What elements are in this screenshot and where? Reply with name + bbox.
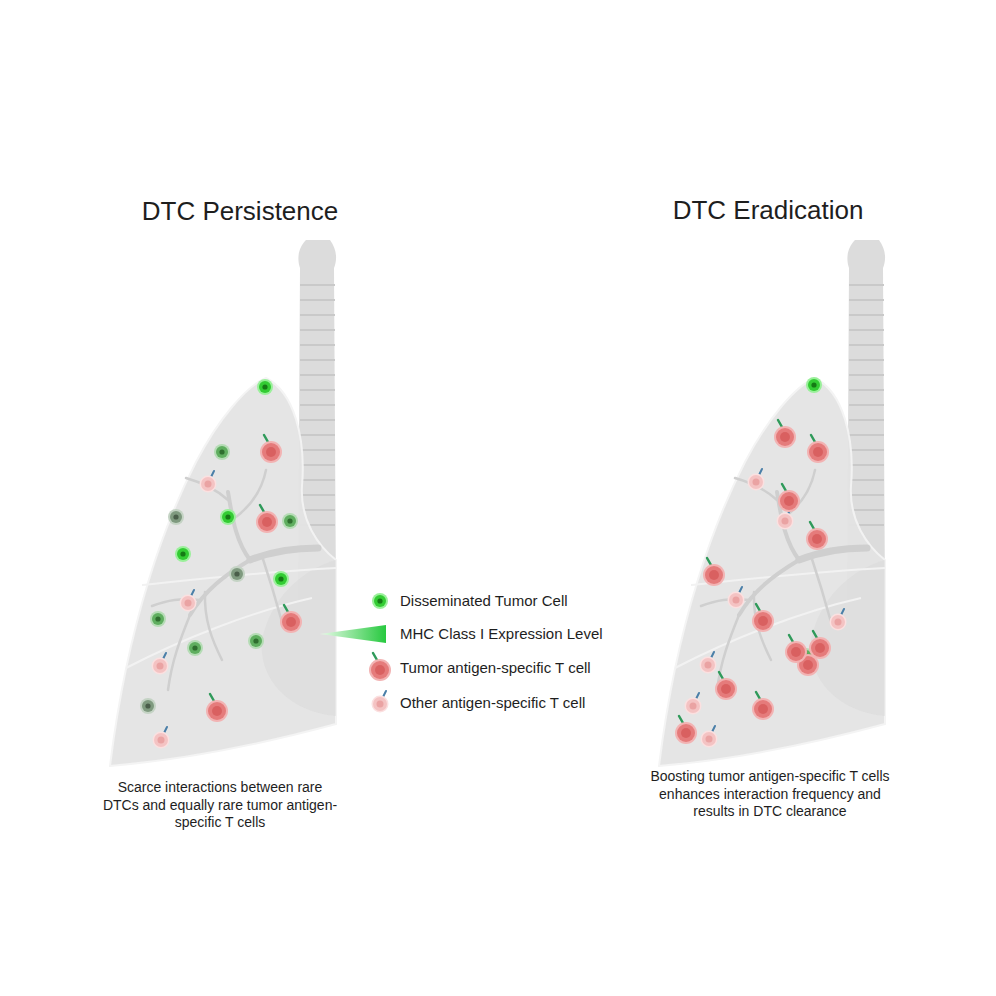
legend-label: Other antigen-specific T cell bbox=[400, 694, 585, 712]
panel-title: DTC Persistence bbox=[95, 196, 385, 226]
lung-outline bbox=[110, 240, 336, 766]
other-tcell-sample bbox=[372, 691, 389, 713]
panel-title: DTC Eradication bbox=[623, 195, 913, 225]
legend-label: Tumor antigen-specific T cell bbox=[400, 659, 591, 677]
persistence-cells bbox=[140, 379, 302, 749]
eradication-cells bbox=[675, 377, 847, 748]
legend-label: MHC Class I Expression Level bbox=[400, 625, 603, 643]
legend-label: Disseminated Tumor Cell bbox=[400, 592, 568, 610]
dtc-sample bbox=[372, 593, 388, 609]
tumor-tcell-sample bbox=[369, 653, 391, 681]
lung-outline bbox=[659, 240, 885, 766]
mhc-gradient-wedge bbox=[320, 625, 386, 643]
legend-samples bbox=[320, 593, 391, 713]
panel-caption: Boosting tumor antigen-specific T cells … bbox=[643, 768, 897, 821]
panel-caption: Scarce interactions between rare DTCs an… bbox=[98, 779, 342, 832]
